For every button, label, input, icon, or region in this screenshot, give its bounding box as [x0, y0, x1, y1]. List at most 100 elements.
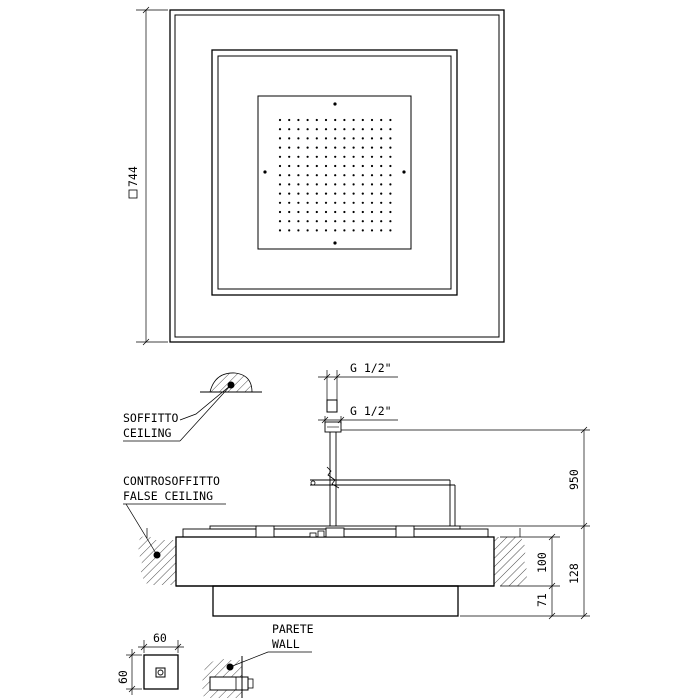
svg-text:744: 744 — [126, 166, 140, 187]
nozzle-dot — [297, 183, 300, 186]
nozzle-dot — [278, 192, 282, 195]
label-parete: PARETE — [272, 622, 314, 636]
nozzle-dot — [343, 128, 346, 131]
nozzle-dot — [389, 220, 392, 223]
nozzle-dot — [361, 229, 364, 232]
nozzle-dot — [370, 201, 374, 204]
thread-dimensions — [318, 370, 398, 424]
nozzle-dot — [278, 220, 282, 223]
nozzle-dot — [288, 220, 291, 223]
connector-top — [326, 399, 338, 413]
nozzle-dot — [343, 210, 346, 214]
nozzle-dot — [370, 146, 374, 149]
nozzle-dot — [361, 155, 364, 158]
nozzle-dot — [361, 192, 364, 195]
dim-71: 71 — [535, 593, 549, 607]
nozzle-dot — [278, 174, 282, 177]
nozzle-dot — [352, 174, 355, 177]
nozzle-dot — [370, 164, 374, 168]
nozzle-dot — [352, 137, 355, 140]
nozzle-dot — [315, 164, 318, 168]
nozzle-dot — [288, 146, 291, 149]
nozzle-dot — [278, 128, 282, 131]
nozzle-dot — [306, 201, 309, 204]
nozzle-dot — [306, 229, 309, 232]
nozzle-dot — [334, 201, 337, 204]
nozzle-dot — [324, 183, 328, 186]
nozzle-dot — [278, 118, 282, 122]
nozzle-dot — [324, 128, 328, 131]
nozzle-dot — [352, 229, 355, 232]
nozzle-dot — [343, 137, 346, 140]
nozzle-dot — [370, 137, 374, 140]
nozzle-dot — [324, 164, 328, 168]
nozzle-dot — [380, 155, 383, 158]
fixing-point-right — [402, 170, 406, 174]
nozzle-dot — [297, 201, 300, 204]
nozzle-dot — [361, 146, 364, 149]
nozzle-dot — [297, 192, 300, 195]
nozzle-dot — [297, 174, 300, 177]
nozzle-dot — [389, 192, 392, 195]
box-height-label: 60 — [116, 670, 130, 684]
nozzle-dot — [370, 229, 374, 232]
nozzle-dot — [297, 164, 300, 168]
nozzle-dot — [370, 183, 374, 186]
nozzle-dot — [343, 155, 346, 158]
nozzle-dot — [334, 146, 337, 149]
nozzle-dot — [361, 164, 364, 168]
dim-128: 128 — [567, 563, 581, 584]
nozzle-dot — [324, 118, 328, 122]
nozzle-dot — [370, 128, 374, 131]
nozzle-dot — [288, 210, 291, 214]
nozzle-dot — [306, 183, 309, 186]
nozzle-dot — [288, 201, 291, 204]
nozzle-dot — [306, 146, 309, 149]
nozzle-dot — [324, 229, 328, 232]
nozzle-dot — [315, 128, 318, 131]
nozzle-dot — [306, 155, 309, 158]
nozzle-dot — [334, 210, 337, 214]
wall-box — [143, 654, 179, 690]
nozzle-dot — [278, 137, 282, 140]
nozzle-dot — [334, 183, 337, 186]
label-soffitto: SOFFITTO — [123, 411, 178, 425]
nozzle-dot — [380, 118, 383, 122]
nozzle-dot — [361, 210, 364, 214]
nozzle-dot — [334, 164, 337, 168]
nozzle-dot — [389, 155, 392, 158]
bracket-left — [255, 525, 275, 538]
label-wall: WALL — [272, 637, 300, 651]
nozzle-dot — [370, 192, 374, 195]
nozzle-dot — [389, 183, 392, 186]
nozzle-dot — [324, 155, 328, 158]
nozzle-dot — [278, 201, 282, 204]
nozzle-dot — [380, 128, 383, 131]
wall-detail — [202, 656, 254, 698]
nozzle-dot — [278, 146, 282, 149]
nozzle-dot — [380, 146, 383, 149]
nozzle-dot — [315, 146, 318, 149]
nozzle-dot — [370, 210, 374, 214]
nozzle-dot — [389, 164, 392, 168]
false-ceiling-right — [494, 537, 527, 586]
nozzle-dot — [334, 192, 337, 195]
label-ceiling: CEILING — [123, 426, 172, 440]
nozzle-dot — [297, 229, 300, 232]
nozzle-dot — [315, 220, 318, 223]
nozzle-dot — [389, 128, 392, 131]
nozzle-dot — [370, 155, 374, 158]
nozzle-dot — [278, 183, 282, 186]
nozzle-dot — [361, 118, 364, 122]
nozzle-dot — [361, 174, 364, 177]
nozzle-dot — [361, 220, 364, 223]
nozzle-dot — [389, 118, 392, 122]
false-ceiling-left — [138, 535, 176, 585]
nozzle-dot — [343, 220, 346, 223]
nozzle-dot — [389, 146, 392, 149]
nozzle-dot — [306, 220, 309, 223]
nozzle-dot — [334, 155, 337, 158]
nozzle-dot — [315, 118, 318, 122]
nozzle-dot — [352, 164, 355, 168]
